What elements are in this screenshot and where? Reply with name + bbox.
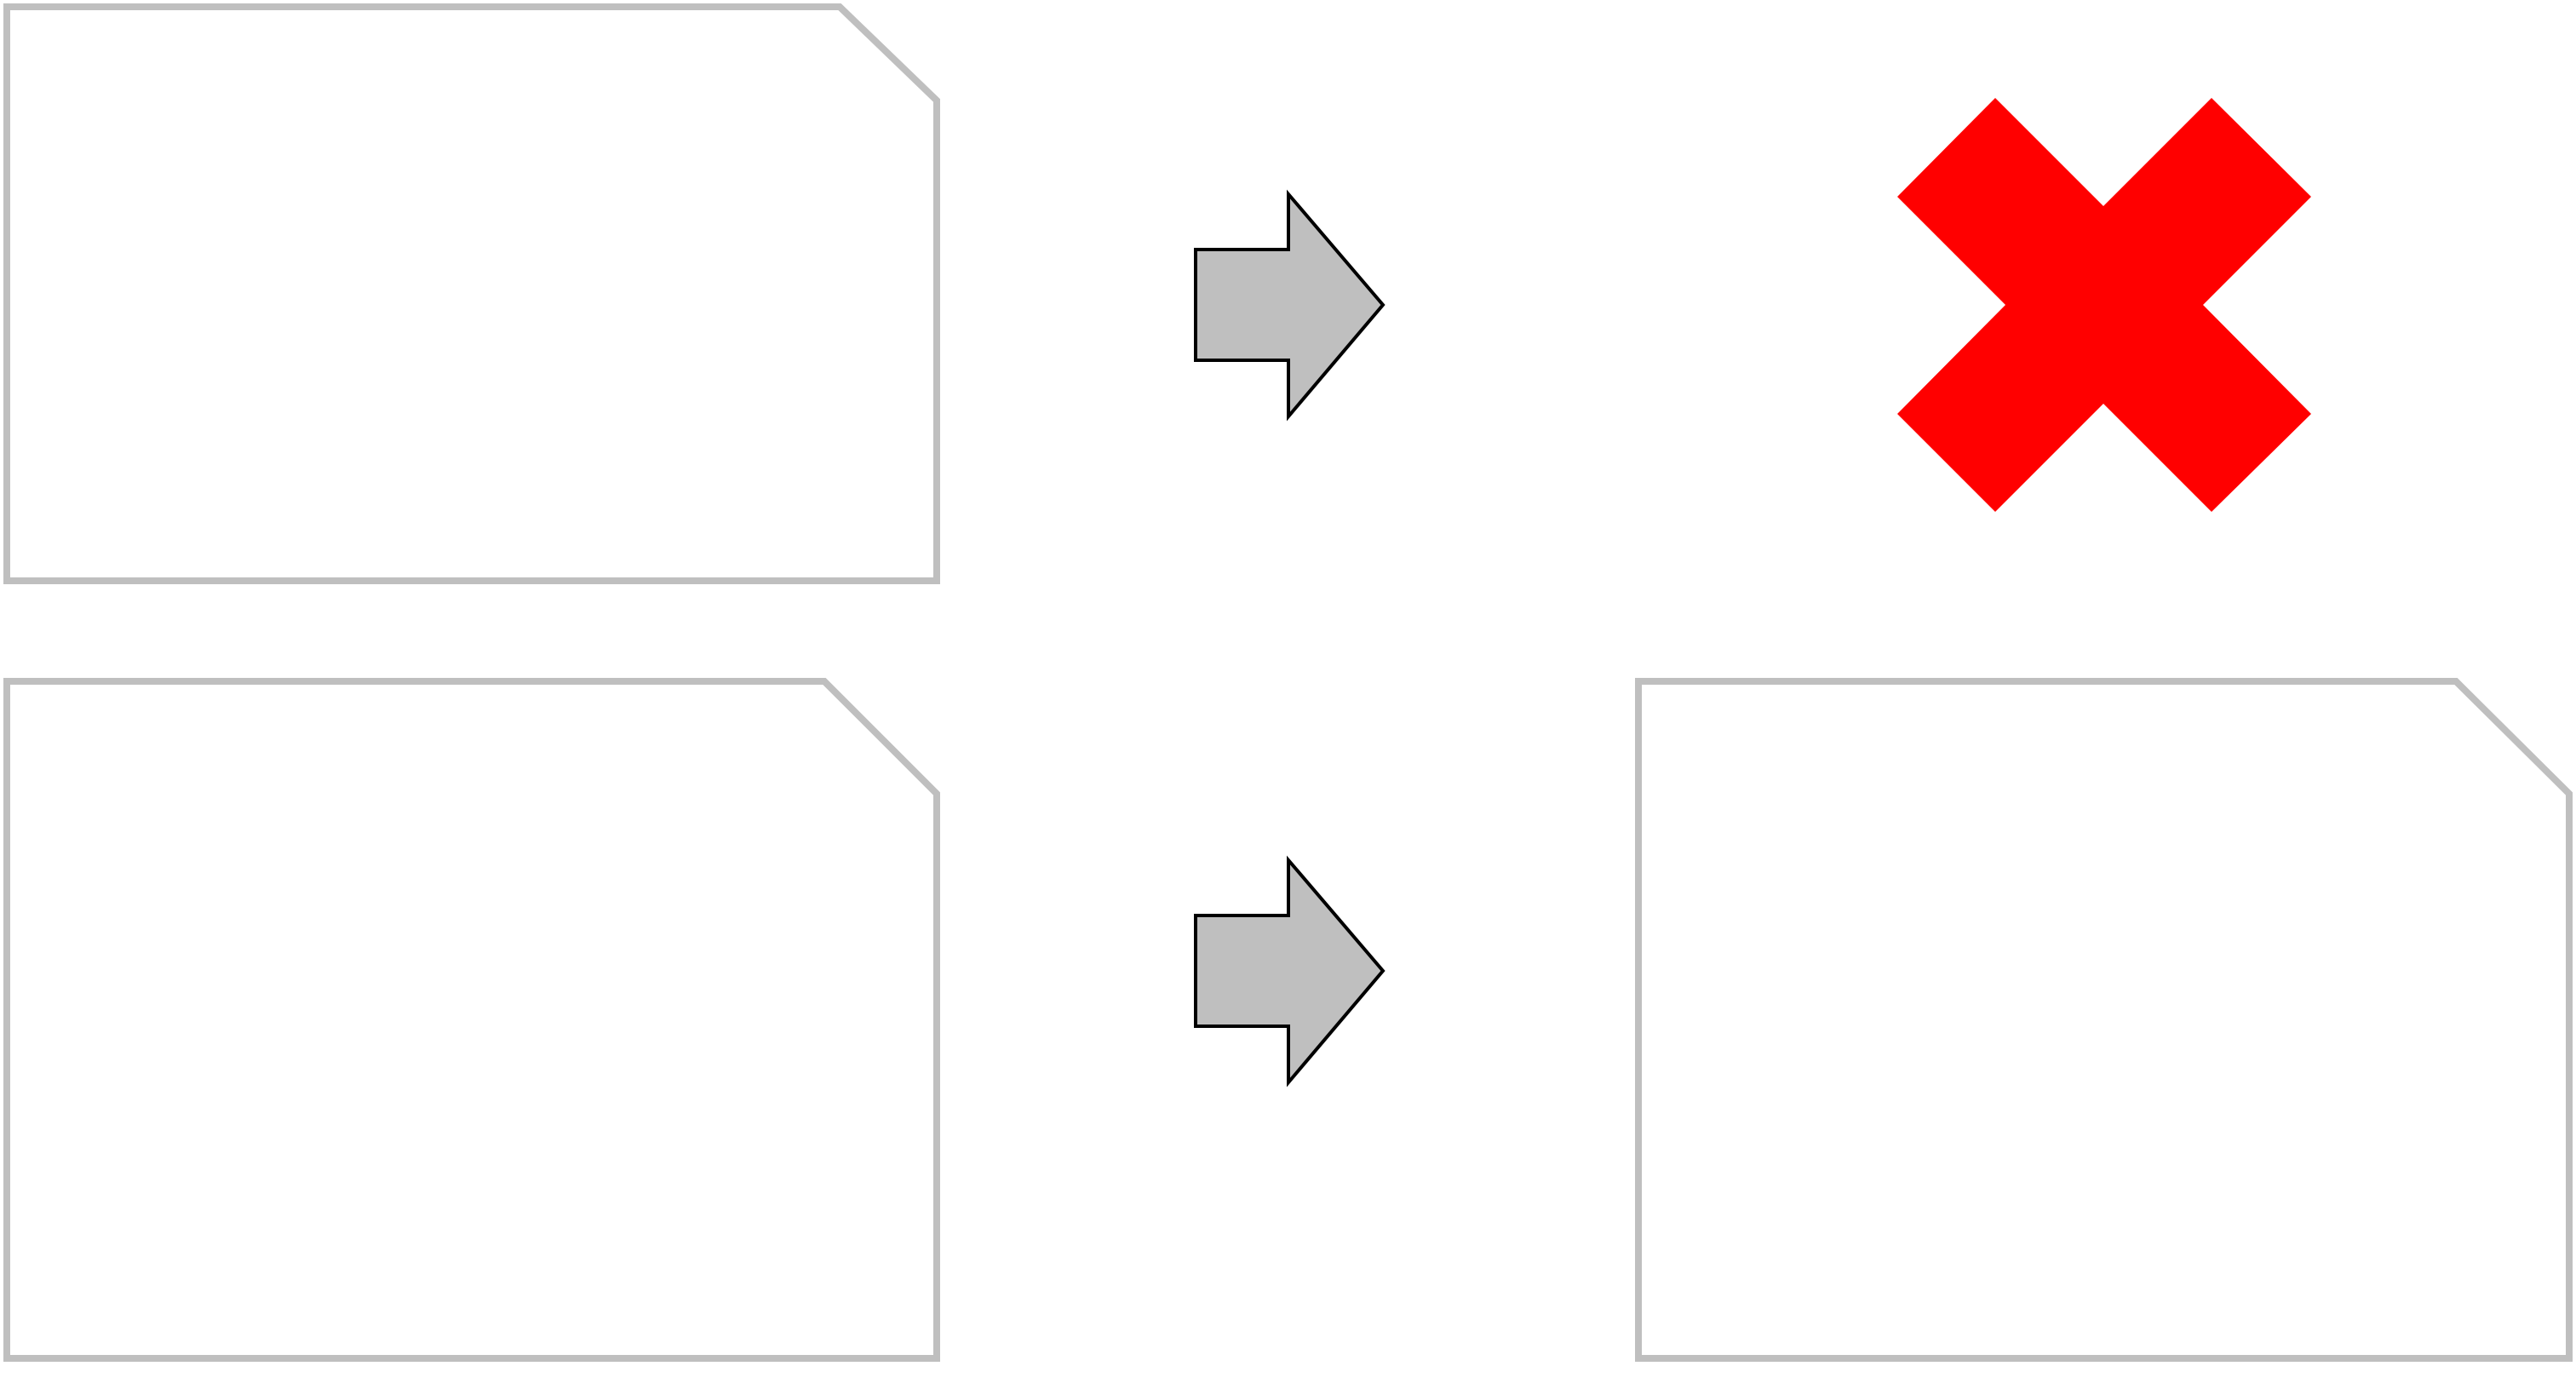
row-1 xyxy=(3,3,2311,584)
source-card-bottom xyxy=(3,678,940,1362)
cross-icon xyxy=(1897,98,2311,512)
right-arrow-icon xyxy=(1194,855,1386,1088)
source-card-top xyxy=(3,3,940,584)
row-2 xyxy=(3,678,2573,1362)
result-card xyxy=(1635,678,2573,1362)
right-arrow-icon xyxy=(1194,189,1386,422)
